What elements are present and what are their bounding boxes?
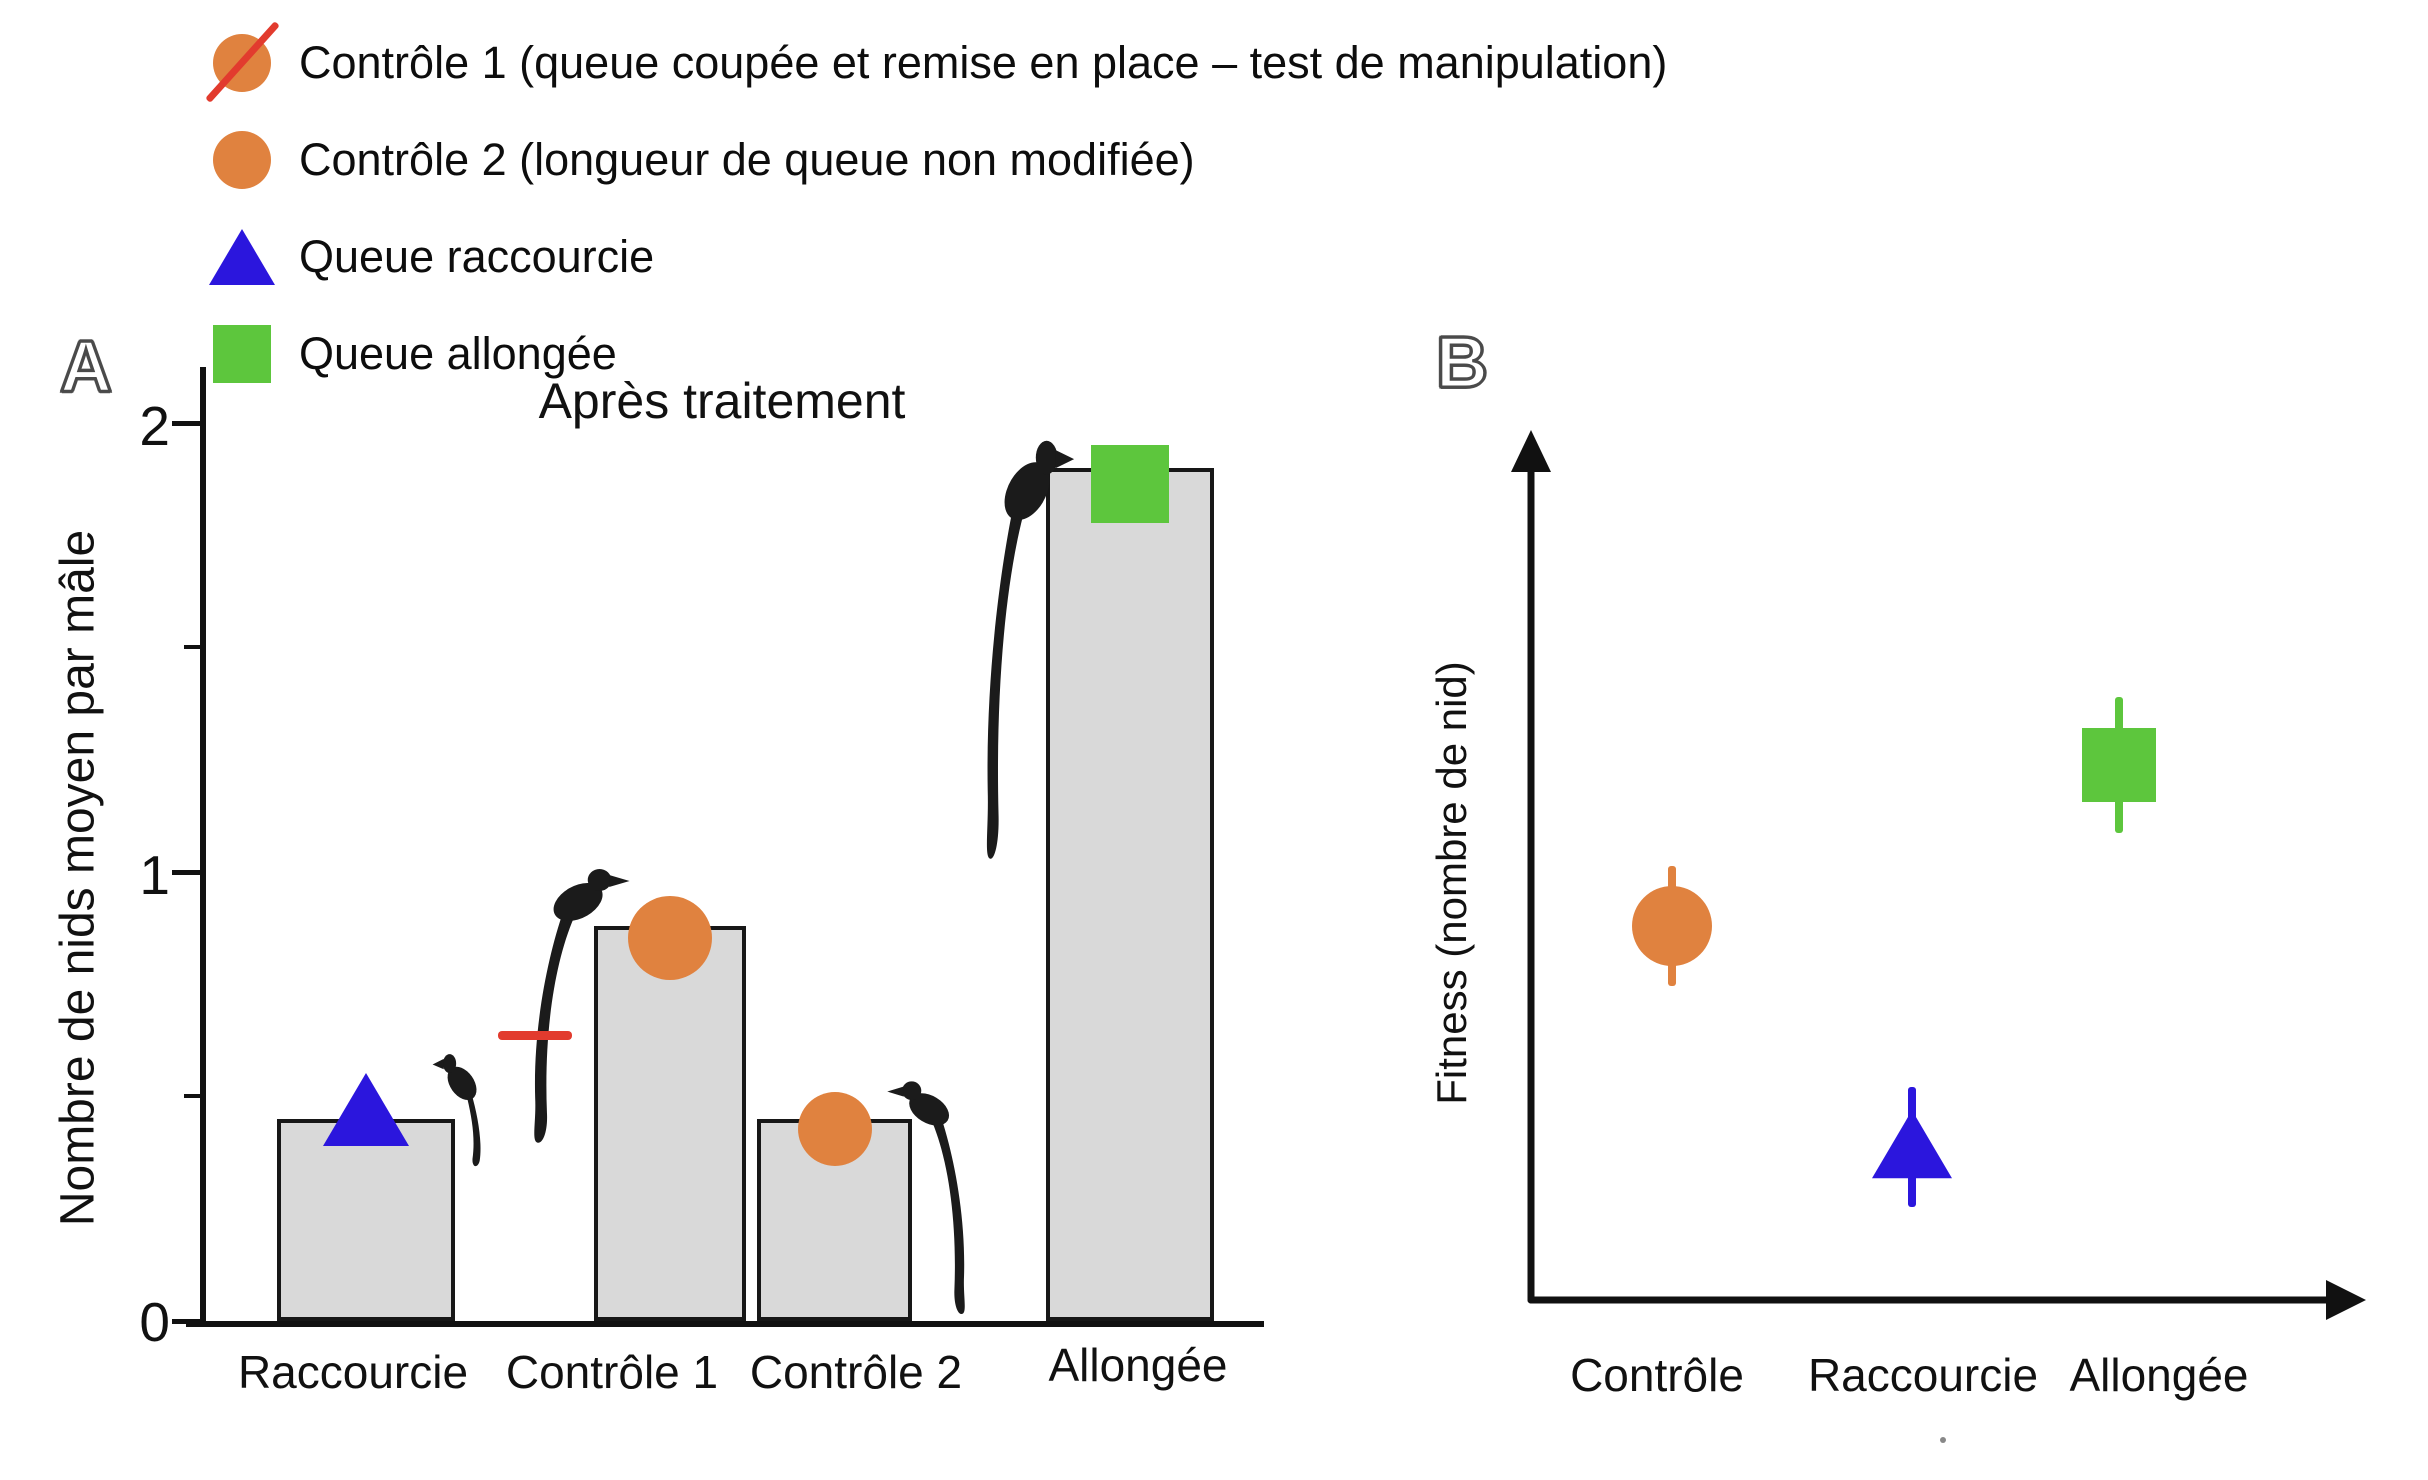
red-cut-mark bbox=[498, 1031, 572, 1040]
orange-circle-marker bbox=[1632, 886, 1712, 966]
green-square-icon bbox=[205, 309, 279, 399]
legend-row-allongee: Queue allongée bbox=[205, 305, 1667, 402]
legend-label-controle1: Contrôle 1 (queue coupée et remise en pl… bbox=[299, 36, 1668, 88]
x-label-controle1: Contrôle 1 bbox=[505, 1346, 719, 1398]
widowbird-long-tail-icon bbox=[887, 1081, 965, 1315]
orange-circle-marker bbox=[797, 1092, 872, 1166]
panel-a-title: Après traitement bbox=[538, 373, 906, 429]
blue-triangle-marker bbox=[1872, 1110, 1952, 1179]
bar-controle2 bbox=[757, 1092, 912, 1321]
y-tick-label-1: 1 bbox=[139, 844, 170, 906]
green-square-marker bbox=[1091, 445, 1169, 523]
y-tick-1-5 bbox=[184, 645, 200, 649]
x-label-allongee-b: Allongée bbox=[2069, 1349, 2249, 1401]
x-label-raccourcie: Raccourcie bbox=[237, 1346, 469, 1398]
x-label-controle2: Contrôle 2 bbox=[749, 1346, 963, 1398]
widowbird-extra-long-tail-icon bbox=[986, 440, 1075, 859]
y-tick-label-0: 0 bbox=[139, 1291, 170, 1353]
legend-label-raccourcie: Queue raccourcie bbox=[299, 230, 655, 282]
y-tick-0 bbox=[172, 1319, 200, 1324]
widowbird-long-tail-icon bbox=[534, 869, 630, 1143]
panel-b-axes-arrows bbox=[1511, 430, 2366, 1320]
stray-dot bbox=[1940, 1437, 1946, 1443]
panel-a-letter: A bbox=[59, 326, 114, 409]
widowbird-short-tail-icon bbox=[432, 1054, 481, 1167]
legend-label-allongee: Queue allongée bbox=[299, 327, 617, 379]
legend-row-raccourcie: Queue raccourcie bbox=[205, 208, 1667, 305]
x-label-raccourcie-b: Raccourcie bbox=[1807, 1349, 2039, 1401]
panel-b-y-axis-label: Fitness (nombre de nid) bbox=[1428, 661, 1475, 1105]
orange-circle-red-slash-icon bbox=[205, 18, 280, 108]
y-tick-1 bbox=[172, 870, 200, 875]
x-label-allongee: Allongée bbox=[1048, 1339, 1228, 1391]
legend-row-controle2: Contrôle 2 (longueur de queue non modifi… bbox=[205, 111, 1667, 208]
bar-controle1 bbox=[594, 896, 746, 1321]
y-tick-0-5 bbox=[184, 1094, 200, 1098]
legend-label-controle2: Contrôle 2 (longueur de queue non modifi… bbox=[299, 133, 1195, 185]
panel-b-letter: B bbox=[1435, 322, 1490, 405]
orange-circle-marker bbox=[628, 896, 712, 980]
blue-triangle-icon bbox=[205, 212, 279, 302]
panel-a-x-axis bbox=[186, 1321, 1264, 1327]
x-label-controle: Contrôle bbox=[1570, 1349, 1744, 1401]
blue-triangle-marker bbox=[323, 1073, 409, 1146]
bar-allongee bbox=[1046, 445, 1214, 1321]
legend-row-controle1: Contrôle 1 (queue coupée et remise en pl… bbox=[205, 14, 1667, 111]
green-square-marker bbox=[2082, 728, 2156, 802]
bar-raccourcie bbox=[277, 1073, 455, 1321]
legend: Contrôle 1 (queue coupée et remise en pl… bbox=[205, 14, 1667, 402]
panel-a-y-axis bbox=[200, 367, 206, 1326]
orange-circle-icon bbox=[205, 115, 279, 205]
y-tick-label-2: 2 bbox=[139, 395, 170, 457]
y-tick-2 bbox=[172, 421, 200, 426]
